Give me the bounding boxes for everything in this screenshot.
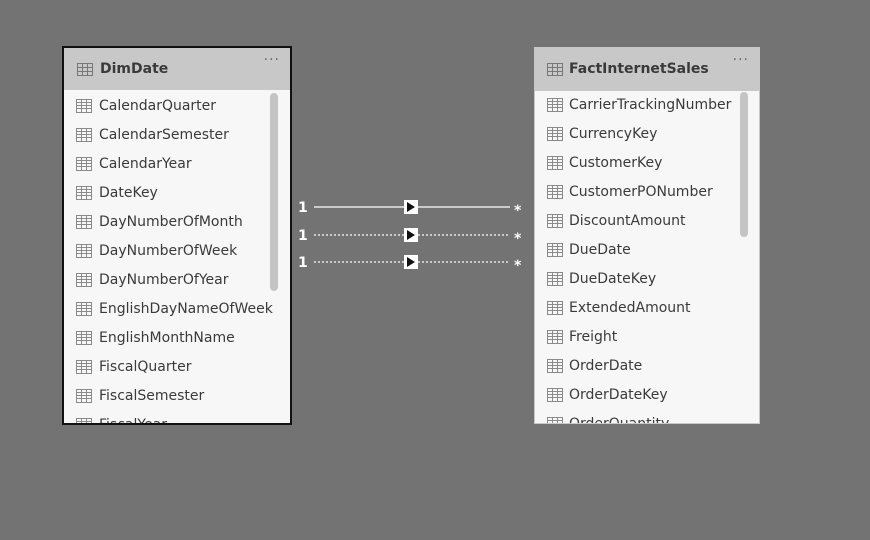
- field-label: OrderDateKey: [569, 387, 668, 403]
- field-row[interactable]: EnglishMonthName: [64, 324, 290, 353]
- column-icon: [76, 418, 92, 423]
- column-icon: [76, 244, 92, 258]
- field-label: Freight: [569, 329, 618, 345]
- field-row[interactable]: DiscountAmount: [535, 207, 759, 236]
- cardinality-one-label: 1: [298, 228, 308, 244]
- table-icon: [77, 63, 93, 76]
- field-row[interactable]: CalendarSemester: [64, 121, 290, 150]
- field-row[interactable]: DueDateKey: [535, 265, 759, 294]
- field-label: CurrencyKey: [569, 126, 658, 142]
- arrow-right-icon: [407, 202, 415, 212]
- field-label: DayNumberOfMonth: [99, 214, 243, 230]
- field-row[interactable]: CurrencyKey: [535, 120, 759, 149]
- field-row[interactable]: DateKey: [64, 179, 290, 208]
- column-icon: [547, 243, 563, 257]
- factinternetsales-table-card[interactable]: FactInternetSales ··· CarrierTrackingNum…: [534, 47, 760, 424]
- field-label: DueDate: [569, 242, 631, 258]
- cardinality-many-label: *: [514, 231, 522, 247]
- field-label: CustomerPONumber: [569, 184, 713, 200]
- column-icon: [76, 99, 92, 113]
- field-row[interactable]: CarrierTrackingNumber: [535, 91, 759, 120]
- field-row[interactable]: FiscalYear: [64, 411, 290, 423]
- field-label: OrderQuantity: [569, 416, 669, 423]
- field-row[interactable]: DueDate: [535, 236, 759, 265]
- field-row[interactable]: OrderDate: [535, 352, 759, 381]
- field-row[interactable]: FiscalQuarter: [64, 353, 290, 382]
- column-icon: [547, 417, 563, 423]
- arrow-right-icon: [407, 230, 415, 240]
- table-icon: [547, 63, 563, 76]
- field-label: FiscalQuarter: [99, 359, 192, 375]
- dimdate-table-title: DimDate: [100, 61, 169, 77]
- field-label: FiscalSemester: [99, 388, 205, 404]
- field-row[interactable]: OrderDateKey: [535, 381, 759, 410]
- cardinality-many-label: *: [514, 258, 522, 274]
- field-label: FiscalYear: [99, 417, 167, 423]
- arrow-right-icon: [407, 257, 415, 267]
- field-row[interactable]: EnglishDayNameOfWeek: [64, 295, 290, 324]
- cardinality-many-label: *: [514, 203, 522, 219]
- relationship-line[interactable]: 1*: [298, 200, 522, 219]
- field-label: EnglishMonthName: [99, 330, 235, 346]
- dimdate-scrollbar[interactable]: [270, 93, 278, 291]
- dimdate-table-header[interactable]: DimDate ···: [64, 48, 290, 90]
- field-row[interactable]: DayNumberOfYear: [64, 266, 290, 295]
- column-icon: [76, 331, 92, 345]
- column-icon: [76, 360, 92, 374]
- field-label: CalendarYear: [99, 156, 192, 172]
- column-icon: [547, 330, 563, 344]
- column-icon: [547, 388, 563, 402]
- column-icon: [547, 214, 563, 228]
- field-row[interactable]: CustomerPONumber: [535, 178, 759, 207]
- column-icon: [547, 185, 563, 199]
- field-label: DayNumberOfWeek: [99, 243, 238, 259]
- relationship-line[interactable]: 1*: [298, 255, 522, 274]
- column-icon: [76, 215, 92, 229]
- field-row[interactable]: DayNumberOfWeek: [64, 237, 290, 266]
- column-icon: [547, 156, 563, 170]
- field-label: DateKey: [99, 185, 158, 201]
- field-row[interactable]: CalendarQuarter: [64, 92, 290, 121]
- field-label: CalendarSemester: [99, 127, 229, 143]
- field-row[interactable]: OrderQuantity: [535, 410, 759, 423]
- field-label: EnglishDayNameOfWeek: [99, 301, 273, 317]
- cardinality-one-label: 1: [298, 255, 308, 271]
- relationship-line[interactable]: 1*: [298, 228, 522, 247]
- field-label: CalendarQuarter: [99, 98, 217, 114]
- more-options-icon[interactable]: ···: [732, 52, 749, 68]
- column-icon: [76, 389, 92, 403]
- field-row[interactable]: Freight: [535, 323, 759, 352]
- field-label: CarrierTrackingNumber: [569, 97, 732, 113]
- field-label: DayNumberOfYear: [99, 272, 229, 288]
- column-icon: [547, 301, 563, 315]
- factinternetsales-table-title: FactInternetSales: [569, 61, 709, 77]
- field-row[interactable]: CustomerKey: [535, 149, 759, 178]
- column-icon: [76, 157, 92, 171]
- column-icon: [547, 127, 563, 141]
- field-row[interactable]: DayNumberOfMonth: [64, 208, 290, 237]
- more-options-icon[interactable]: ···: [263, 52, 280, 68]
- field-label: DiscountAmount: [569, 213, 686, 229]
- column-icon: [547, 98, 563, 112]
- field-row[interactable]: CalendarYear: [64, 150, 290, 179]
- column-icon: [76, 128, 92, 142]
- column-icon: [76, 273, 92, 287]
- field-label: DueDateKey: [569, 271, 657, 287]
- field-row[interactable]: ExtendedAmount: [535, 294, 759, 323]
- factinternetsales-scrollbar[interactable]: [740, 92, 748, 237]
- field-label: CustomerKey: [569, 155, 663, 171]
- column-icon: [547, 359, 563, 373]
- column-icon: [547, 272, 563, 286]
- field-label: OrderDate: [569, 358, 643, 374]
- factinternetsales-table-header[interactable]: FactInternetSales ···: [535, 48, 759, 91]
- column-icon: [76, 302, 92, 316]
- field-label: ExtendedAmount: [569, 300, 691, 316]
- column-icon: [76, 186, 92, 200]
- field-row[interactable]: FiscalSemester: [64, 382, 290, 411]
- cardinality-one-label: 1: [298, 200, 308, 216]
